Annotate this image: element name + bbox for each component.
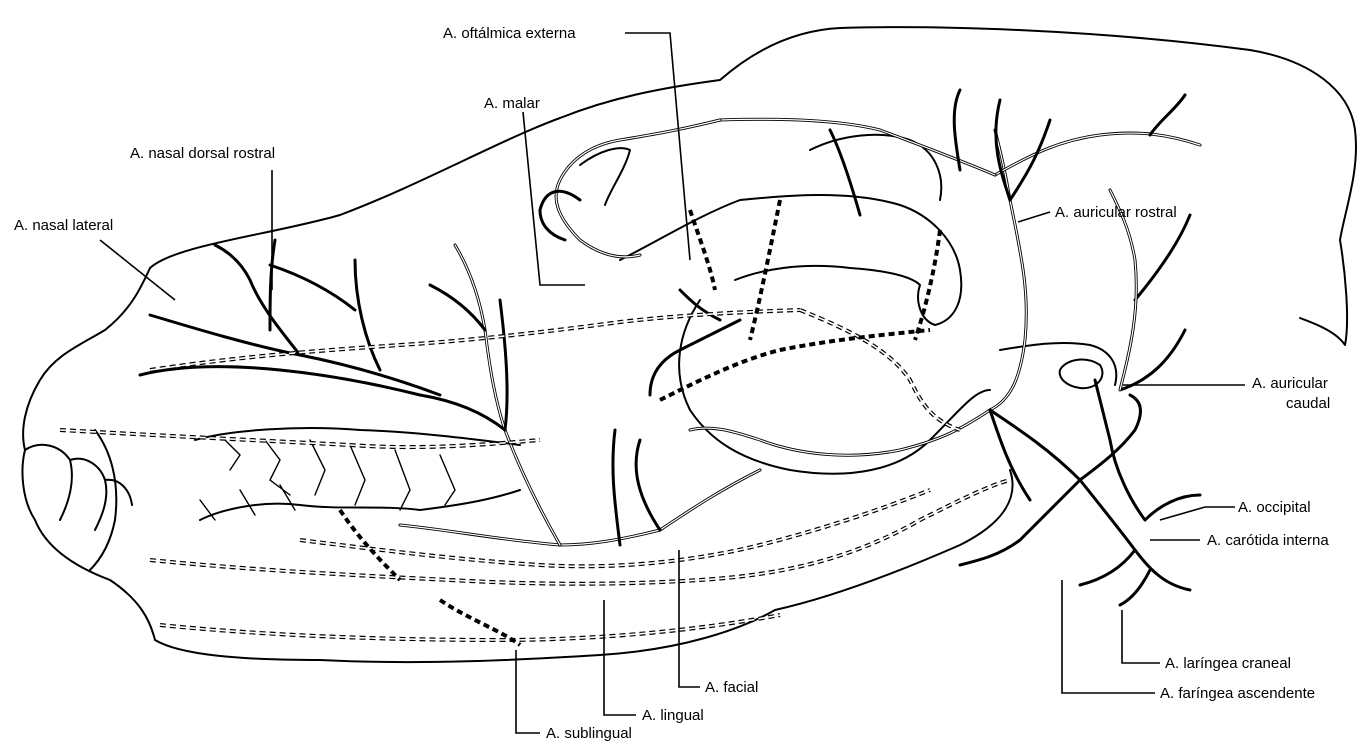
label-carotida-interna: A. carótida interna: [1207, 532, 1329, 549]
label-facial: A. facial: [705, 679, 758, 696]
label-auricular-caudal-line1: A. auricular: [1252, 375, 1328, 392]
label-lingual: A. lingual: [642, 707, 704, 724]
label-faringea-ascendente: A. faríngea ascendente: [1160, 685, 1315, 702]
deep-arteries: [60, 200, 1010, 645]
label-occipital: A. occipital: [1238, 499, 1311, 516]
skull-rostral-outline: [22, 268, 1012, 662]
leader-lines: [100, 33, 1245, 733]
label-auricular-caudal-line2: caudal: [1286, 395, 1330, 412]
orbit: [580, 148, 630, 205]
carotid-branch-2: [1080, 550, 1150, 605]
maxillary-teeth: [195, 428, 520, 520]
zygomatic-arch: [620, 195, 961, 325]
label-oftalmica-externa: A. oftálmica externa: [443, 25, 576, 42]
label-sublingual: A. sublingual: [546, 725, 632, 742]
label-auricular-rostral: A. auricular rostral: [1055, 204, 1177, 221]
skull-dorsal-outline: [150, 27, 1356, 345]
label-laringea-craneal: A. laríngea craneal: [1165, 655, 1291, 672]
label-malar: A. malar: [484, 95, 540, 112]
label-nasal-lateral: A. nasal lateral: [14, 217, 113, 234]
canine: [90, 430, 116, 570]
carotid-trunk: [990, 410, 1190, 590]
label-nasal-dorsal-rostral: A. nasal dorsal rostral: [130, 145, 275, 162]
